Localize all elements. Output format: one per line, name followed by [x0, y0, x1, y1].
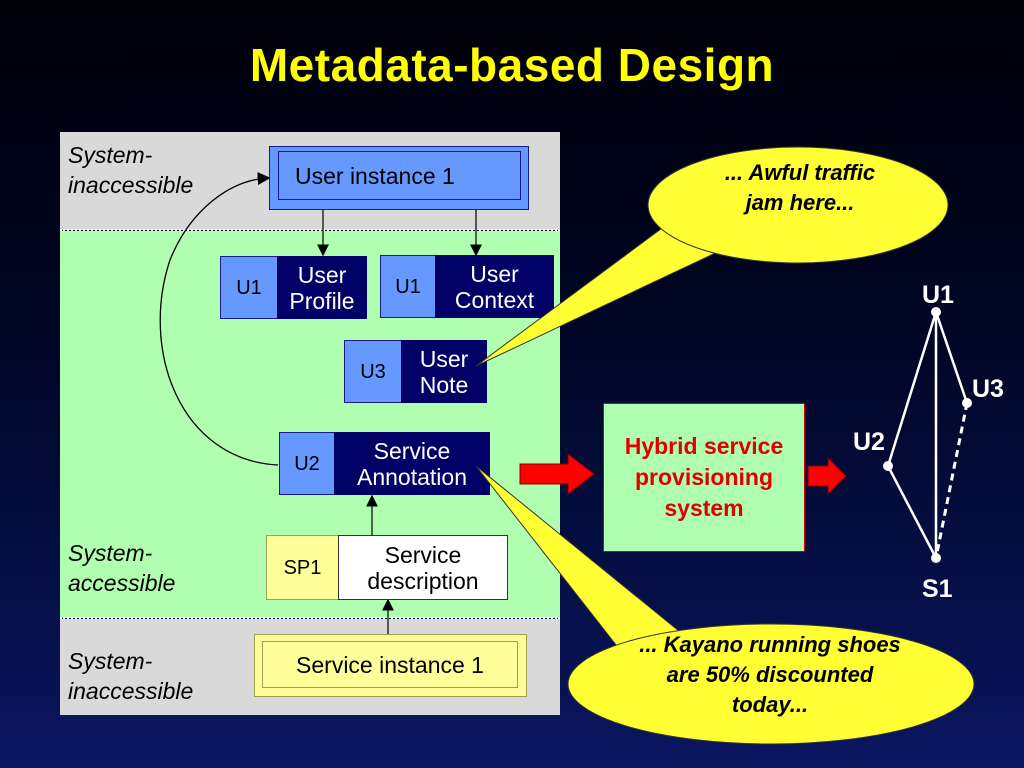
user-profile-tag: U1: [220, 256, 278, 319]
node-label-u1: U1: [922, 281, 954, 309]
node-label-u3: U3: [972, 375, 1004, 403]
service-annotation-tag: U2: [279, 432, 335, 495]
page-title: Metadata-based Design: [249, 39, 775, 91]
edge-u3-s1: [934, 402, 969, 559]
red-arrow-left: [519, 452, 595, 496]
node-s1: [931, 553, 941, 563]
user-note-box: User Note: [401, 340, 487, 403]
hybrid-service-provisioning-box: Hybrid service provisioning system: [603, 403, 805, 552]
callout-text-bottom: ... Kayano running shoes are 50% discoun…: [639, 632, 901, 717]
service-annotation-box: Service Annotation: [334, 432, 490, 495]
user-context-tag: U1: [380, 255, 436, 318]
zone-divider-top: [60, 229, 560, 231]
user-instance-box: User instance 1: [278, 151, 521, 200]
node-graph: [883, 307, 972, 563]
node-label-s1: S1: [922, 575, 953, 603]
service-description-box: Service description: [338, 535, 508, 600]
zone-label-top: System- inaccessible: [68, 142, 194, 198]
service-description-tag: SP1: [266, 535, 339, 600]
node-u1: [931, 307, 941, 317]
zone-label-middle: System- accessible: [68, 540, 176, 596]
edge-u2-s1: [886, 465, 938, 559]
user-context-box: User Context: [435, 255, 554, 318]
edge-u1-u3: [934, 311, 969, 404]
zone-label-bottom: System- inaccessible: [68, 648, 194, 704]
service-instance-box: Service instance 1: [262, 641, 518, 688]
zone-divider-bottom: [60, 617, 560, 619]
curve-annotation-to-user-instance: [159, 172, 279, 466]
callout-text-top: ... Awful traffic jam here...: [724, 160, 876, 215]
red-arrow-right: [807, 456, 847, 496]
node-label-u2: U2: [853, 428, 885, 456]
user-note-tag: U3: [344, 340, 402, 403]
edge-u1-u2: [886, 311, 938, 467]
user-profile-box: User Profile: [277, 256, 367, 319]
node-u2: [883, 461, 893, 471]
node-u3: [962, 398, 972, 408]
